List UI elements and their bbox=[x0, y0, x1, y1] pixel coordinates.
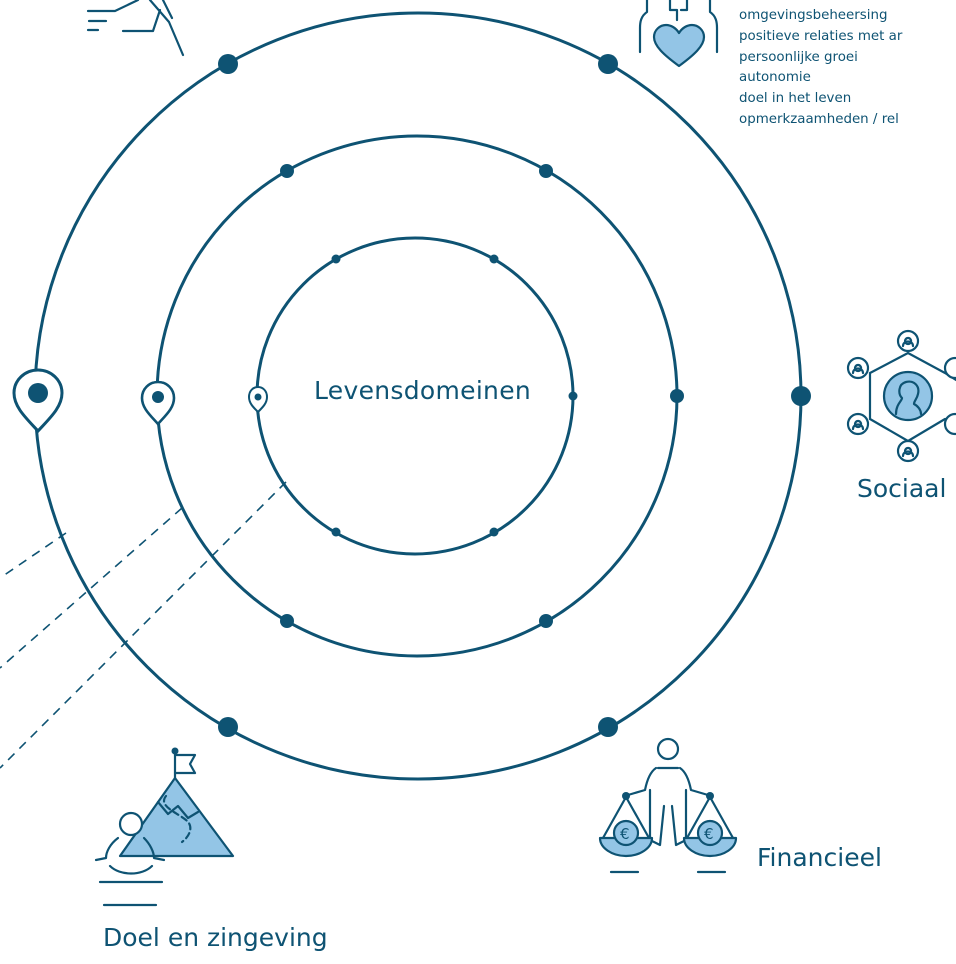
ring-node bbox=[280, 614, 294, 628]
wellbeing-item: autonomie bbox=[739, 70, 811, 86]
domain-label-sociaal: Sociaal bbox=[857, 474, 947, 503]
svg-text:€: € bbox=[620, 825, 630, 843]
ring-node bbox=[568, 391, 578, 401]
dashed-connector bbox=[0, 532, 67, 579]
center-label: Levensdomeinen bbox=[314, 376, 532, 405]
ring-node bbox=[331, 254, 341, 264]
location-pin-icon bbox=[247, 385, 269, 414]
location-pin-icon bbox=[12, 368, 64, 434]
domain-label-financieel: Financieel bbox=[757, 843, 882, 872]
ring-node bbox=[218, 54, 238, 74]
ring-node bbox=[670, 389, 684, 403]
balance-scale-euro-icon: € € bbox=[598, 737, 738, 874]
wellbeing-item: persoonlijke groei bbox=[739, 49, 858, 65]
domain-label-doel-en-zingeving: Doel en zingeving bbox=[103, 923, 328, 952]
ring-node bbox=[598, 54, 618, 74]
wellbeing-item: opmerkzaamheden / rel bbox=[739, 111, 899, 127]
location-pin-icon bbox=[140, 380, 176, 426]
wellbeing-items-list: omgevingsbeheersing positieve relaties m… bbox=[739, 6, 902, 131]
ring-node bbox=[280, 164, 294, 178]
mountain-flag-meditation-icon bbox=[94, 747, 235, 907]
ring-node bbox=[218, 717, 238, 737]
svg-text:€: € bbox=[704, 825, 714, 843]
wellbeing-item: doel in het leven bbox=[739, 91, 852, 107]
ring-node bbox=[331, 527, 341, 537]
running-figure-icon bbox=[86, 0, 185, 57]
ring-node bbox=[539, 614, 553, 628]
wellbeing-item: positieve relaties met ar bbox=[739, 28, 903, 44]
wellbeing-item: omgevingsbeheersing bbox=[739, 8, 888, 23]
social-network-icon bbox=[846, 329, 956, 463]
ring-node bbox=[539, 164, 553, 178]
ring-node bbox=[791, 386, 811, 406]
dashed-connector bbox=[0, 507, 183, 669]
ring-node bbox=[489, 527, 499, 537]
dashed-connector bbox=[0, 481, 287, 769]
ring-node bbox=[598, 717, 618, 737]
ring-node bbox=[489, 254, 499, 264]
heart-body-icon bbox=[638, 0, 719, 68]
